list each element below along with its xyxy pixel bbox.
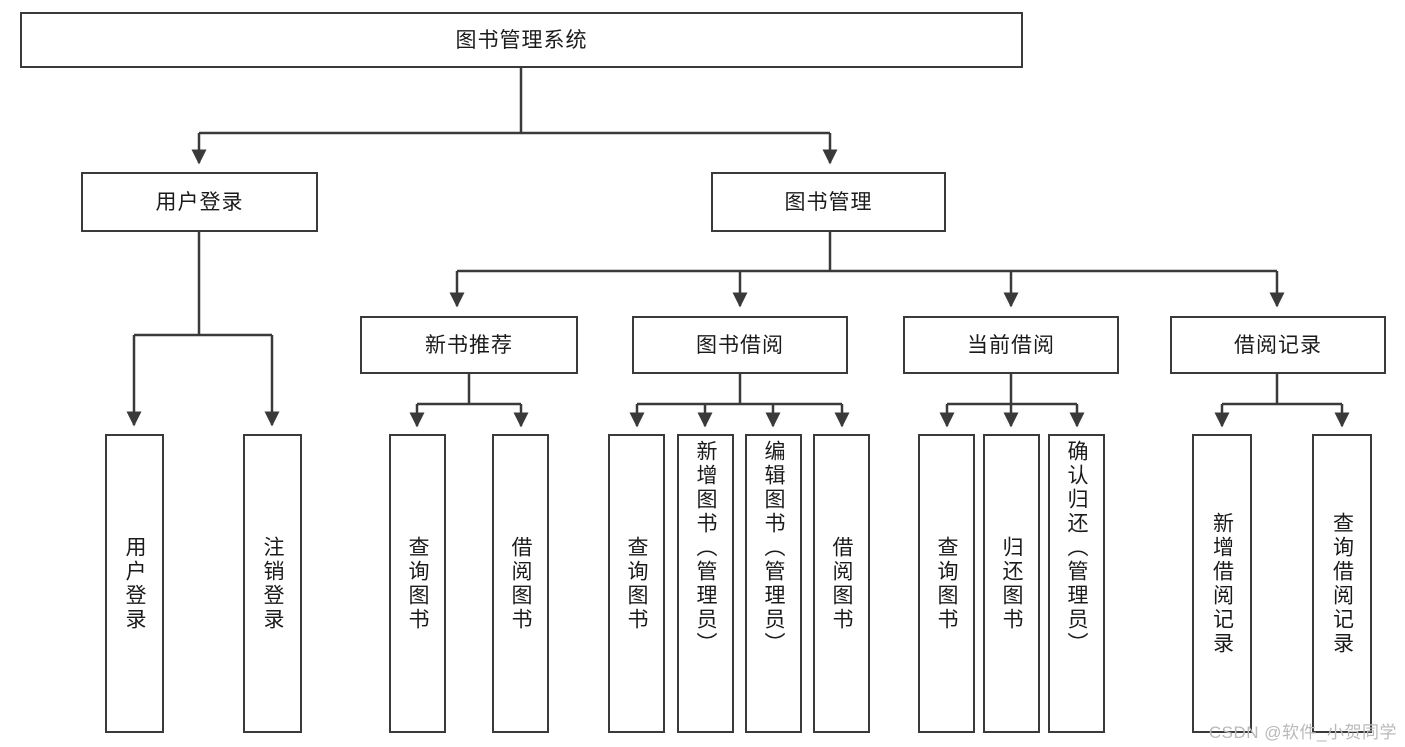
node-label: 借阅图书	[509, 535, 532, 632]
node-leaf-confirm-return[interactable]: 确认归还（管理员）	[1048, 434, 1105, 733]
node-current-borrow[interactable]: 当前借阅	[903, 316, 1119, 374]
node-label: 新书推荐	[425, 333, 513, 357]
node-leaf-borrow-book-1[interactable]: 借阅图书	[492, 434, 549, 733]
node-leaf-borrow-book-2[interactable]: 借阅图书	[813, 434, 870, 733]
node-label: 新增借阅记录	[1210, 511, 1234, 656]
node-label: 查询图书	[406, 535, 429, 632]
node-label: 新增图书（管理员）	[694, 440, 717, 656]
node-book-management-system[interactable]: 图书管理系统	[20, 12, 1023, 68]
node-leaf-query-book-3[interactable]: 查询图书	[918, 434, 975, 733]
node-label: 借阅记录	[1234, 333, 1322, 357]
node-label: 查询借阅记录	[1330, 511, 1354, 656]
node-label: 查询图书	[935, 535, 958, 632]
node-new-book-recommend[interactable]: 新书推荐	[360, 316, 578, 374]
node-label: 用户登录	[123, 535, 146, 632]
node-label: 图书借阅	[696, 333, 784, 357]
node-label: 当前借阅	[967, 333, 1055, 357]
node-leaf-edit-book[interactable]: 编辑图书（管理员）	[745, 434, 802, 733]
node-book-borrow[interactable]: 图书借阅	[632, 316, 848, 374]
node-leaf-return-book[interactable]: 归还图书	[983, 434, 1040, 733]
node-label: 归还图书	[1000, 535, 1023, 632]
node-leaf-query-borrow-record[interactable]: 查询借阅记录	[1312, 434, 1372, 733]
node-label: 查询图书	[625, 535, 648, 632]
watermark: CSDN @软件_小贺同学	[1208, 723, 1397, 742]
node-label: 图书管理系统	[455, 28, 588, 52]
node-label: 图书管理	[784, 190, 873, 214]
node-user-login[interactable]: 用户登录	[81, 172, 318, 232]
node-leaf-query-book-2[interactable]: 查询图书	[608, 434, 665, 733]
node-label: 注销登录	[261, 535, 284, 632]
node-leaf-add-book[interactable]: 新增图书（管理员）	[677, 434, 734, 733]
node-book-management[interactable]: 图书管理	[711, 172, 946, 232]
node-label: 用户登录	[155, 190, 244, 214]
node-label: 确认归还（管理员）	[1065, 440, 1088, 656]
node-borrow-record[interactable]: 借阅记录	[1170, 316, 1386, 374]
node-label: 编辑图书（管理员）	[762, 440, 785, 656]
node-label: 借阅图书	[830, 535, 853, 632]
node-leaf-logout-login[interactable]: 注销登录	[243, 434, 302, 733]
node-leaf-add-borrow-record[interactable]: 新增借阅记录	[1192, 434, 1252, 733]
node-leaf-query-book-1[interactable]: 查询图书	[389, 434, 446, 733]
node-leaf-user-login[interactable]: 用户登录	[105, 434, 164, 733]
